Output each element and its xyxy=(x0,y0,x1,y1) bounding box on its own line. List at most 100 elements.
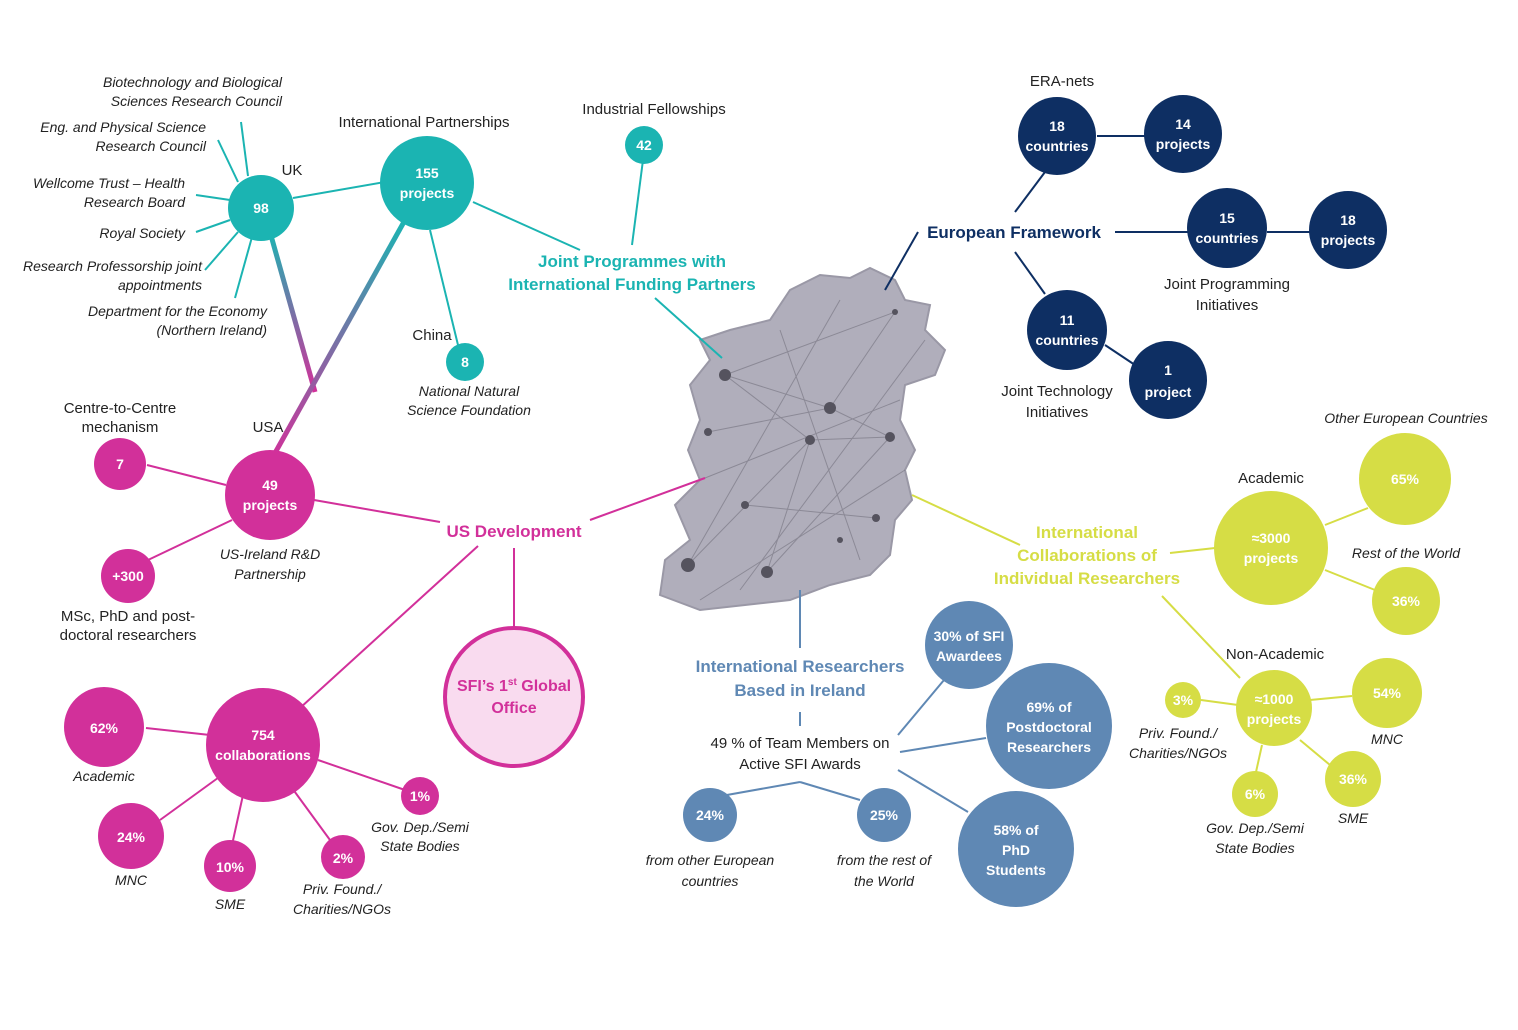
europe-label-2: countries xyxy=(682,873,739,889)
era-projects-2: projects xyxy=(1156,136,1211,152)
china-node xyxy=(446,343,484,381)
european-title: European Framework xyxy=(927,223,1101,242)
academic-value-1: ≈3000 xyxy=(1252,530,1291,546)
uk-funder-5-line2: appointments xyxy=(118,277,202,293)
era-countries-1: 18 xyxy=(1049,118,1065,134)
uk-funder-2-line1: Eng. and Physical Science xyxy=(40,119,206,135)
usa-sublabel-2: Partnership xyxy=(234,566,306,582)
era-countries-2: countries xyxy=(1025,138,1088,154)
centre-node xyxy=(94,438,146,490)
network-nodes xyxy=(681,309,898,578)
industrial-node xyxy=(625,126,663,164)
jti-projects-node xyxy=(1129,341,1207,419)
global-office-line-2: Office xyxy=(491,700,536,717)
uk-funder-6-line2: (Northern Ireland) xyxy=(157,322,268,338)
joint-programmes-branch: Joint Programmes with International Fund… xyxy=(23,74,756,464)
postdoc-1: 69% of xyxy=(1026,699,1071,715)
joint-programmes-title-2: International Funding Partners xyxy=(508,275,755,294)
partnerships-value-2: projects xyxy=(400,185,455,201)
collab-gov-label-1: Gov. Dep./Semi xyxy=(371,819,470,835)
uk-funder-1-line2: Sciences Research Council xyxy=(111,93,283,109)
rest-world-value: 36% xyxy=(1392,593,1421,609)
non-academic-label: Non-Academic xyxy=(1226,646,1325,663)
jti-countries-1: 11 xyxy=(1060,312,1075,328)
collab-gov-value: 1% xyxy=(410,788,431,804)
uk-node xyxy=(228,175,294,241)
industrial-label: Industrial Fellowships xyxy=(582,101,725,118)
awardees-node xyxy=(925,601,1013,689)
non-academic-value-1: ≈1000 xyxy=(1255,691,1294,707)
team-line-2: Active SFI Awards xyxy=(739,756,860,773)
jpi-projects-1: 18 xyxy=(1340,212,1356,228)
non-academic-value-2: projects xyxy=(1247,711,1302,727)
individual-title-3: Individual Researchers xyxy=(994,569,1180,588)
usa-sublabel-1: US-Ireland R&D xyxy=(220,546,320,562)
collab-sme-node xyxy=(204,840,256,892)
world-node xyxy=(857,788,911,842)
collab-sme-value: 10% xyxy=(216,859,245,875)
global-office-line-1: SFI’s 1st Global xyxy=(457,677,571,695)
era-countries-node xyxy=(1018,97,1096,175)
jti-countries-2: countries xyxy=(1035,332,1098,348)
postdoc-node xyxy=(986,663,1112,789)
individual-title-1: International xyxy=(1036,523,1138,542)
europe-node xyxy=(683,788,737,842)
jti-countries-node xyxy=(1027,290,1107,370)
usa-node xyxy=(225,450,315,540)
era-projects-node xyxy=(1144,95,1222,173)
partnerships-node xyxy=(380,136,474,230)
era-label: ERA-nets xyxy=(1030,73,1094,90)
gov-label-2: State Bodies xyxy=(1215,840,1294,856)
partnerships-label: International Partnerships xyxy=(339,114,510,131)
europe-value: 24% xyxy=(696,807,725,823)
collab-mnc-value: 24% xyxy=(117,829,146,845)
mnc-label: MNC xyxy=(1371,731,1404,747)
usa-value-1: 49 xyxy=(262,477,278,493)
collab-academic-node xyxy=(64,687,144,767)
rest-world-node xyxy=(1372,567,1440,635)
collab-priv-node xyxy=(321,835,365,879)
researchers-value: +300 xyxy=(112,568,144,584)
team-line-1: 49 % of Team Members on xyxy=(711,735,890,752)
collab-mnc-node xyxy=(98,803,164,869)
centre-label-2: mechanism xyxy=(82,419,159,436)
individual-collab-branch: International Collaborations of Individu… xyxy=(911,410,1488,856)
europe-label-1: from other European xyxy=(646,852,775,868)
uk-funder-4-line1: Royal Society xyxy=(99,225,186,241)
uk-funder-6-line1: Department for the Economy xyxy=(88,303,268,319)
researchers-node xyxy=(101,549,155,603)
jti-label-1: Joint Technology xyxy=(1001,383,1113,400)
priv-label-1: Priv. Found./ xyxy=(1139,725,1219,741)
uk-funder-2-line2: Research Council xyxy=(96,138,207,154)
other-europe-label: Other European Countries xyxy=(1324,410,1487,426)
collab-node xyxy=(206,688,320,802)
jpi-label-2: Initiatives xyxy=(1196,297,1259,314)
academic-value-2: projects xyxy=(1244,550,1299,566)
researchers-title-1: International Researchers xyxy=(696,657,905,676)
individual-title-2: Collaborations of xyxy=(1017,546,1157,565)
collab-gov-label-2: State Bodies xyxy=(380,838,459,854)
gov-node xyxy=(1232,771,1278,817)
collab-academic-value: 62% xyxy=(90,720,119,736)
collab-priv-value: 2% xyxy=(333,850,354,866)
collab-value-1: 754 xyxy=(251,727,275,743)
centre-label-1: Centre-to-Centre xyxy=(64,400,177,417)
jti-label-2: Initiatives xyxy=(1026,404,1089,421)
china-value: 8 xyxy=(461,354,469,370)
postdoc-3: Researchers xyxy=(1007,739,1091,755)
jpi-label-1: Joint Programming xyxy=(1164,276,1290,293)
awardees-2: Awardees xyxy=(936,648,1002,664)
priv-node xyxy=(1165,682,1201,718)
researchers-label-1: MSc, PhD and post- xyxy=(61,608,195,625)
gov-value: 6% xyxy=(1245,786,1266,802)
uk-funder-1-line1: Biotechnology and Biological xyxy=(103,74,283,90)
global-office-node xyxy=(443,626,585,768)
collab-value-2: collaborations xyxy=(215,747,311,763)
phd-node xyxy=(958,791,1074,907)
academic-label: Academic xyxy=(1238,470,1304,487)
non-academic-node xyxy=(1236,670,1312,746)
european-branch: European Framework ERA-nets 18 countries… xyxy=(884,73,1387,421)
usa-value-2: projects xyxy=(243,497,298,513)
uk-funder-3-line2: Research Board xyxy=(84,194,186,210)
world-label-1: from the rest of xyxy=(837,852,933,868)
